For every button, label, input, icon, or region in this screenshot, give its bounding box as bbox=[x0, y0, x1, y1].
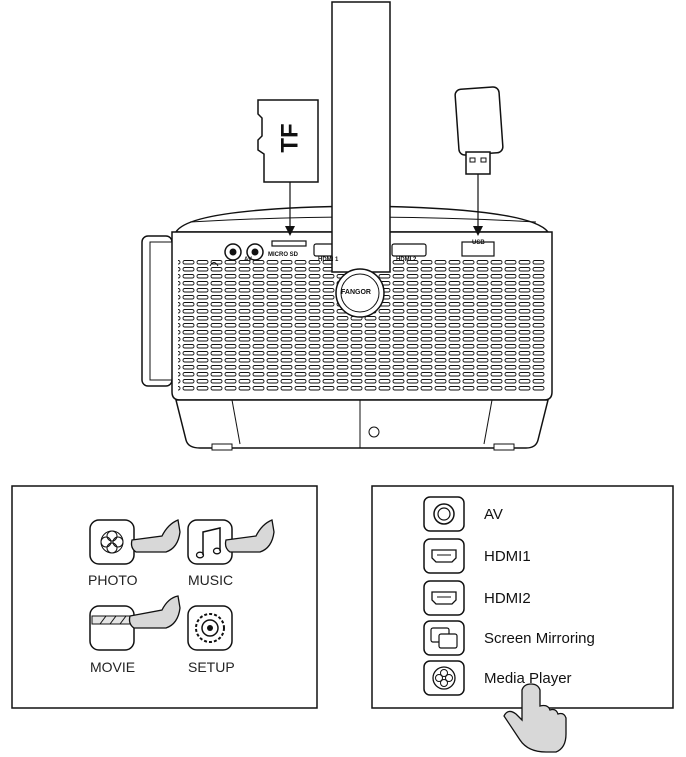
pointing-hand-icon bbox=[224, 519, 275, 553]
media-player-icon[interactable] bbox=[423, 660, 465, 696]
hdmi-cable-stand bbox=[331, 1, 391, 318]
pointing-hand-icon bbox=[503, 683, 567, 753]
hdmi2-port bbox=[391, 243, 427, 257]
photo-icon[interactable] bbox=[89, 519, 135, 565]
usb-port-label: USB bbox=[472, 240, 485, 246]
home-menu-panel bbox=[11, 485, 318, 709]
music-label: MUSIC bbox=[188, 572, 234, 588]
source-av-label[interactable]: AV bbox=[484, 506, 503, 523]
hdmi2-port-label: HDMI 2 bbox=[396, 257, 417, 263]
pointing-hand-icon bbox=[128, 595, 181, 629]
music-icon[interactable] bbox=[187, 519, 233, 565]
av-port-label: AV bbox=[244, 257, 252, 263]
source-menu-panel bbox=[371, 485, 674, 709]
tf-card-label: TF bbox=[276, 123, 304, 153]
setup-label: SETUP bbox=[188, 659, 235, 675]
source-hdmi1-label[interactable]: HDMI1 bbox=[484, 548, 531, 565]
tf-card bbox=[257, 99, 319, 236]
headphone-icon bbox=[209, 262, 219, 267]
setup-icon[interactable] bbox=[187, 605, 233, 651]
brand-logo: FANGOR bbox=[341, 289, 371, 296]
micro-sd-label: MICRO SD bbox=[268, 252, 298, 258]
av-port bbox=[224, 243, 264, 261]
source-hdmi2-label[interactable]: HDMI2 bbox=[484, 590, 531, 607]
source-media-player-label[interactable]: Media Player bbox=[484, 670, 572, 687]
movie-label: MOVIE bbox=[90, 659, 136, 675]
source-mirroring-label[interactable]: Screen Mirroring bbox=[484, 630, 595, 647]
micro-sd-slot bbox=[271, 240, 307, 247]
hdmi1-port-label: HDMI 1 bbox=[318, 257, 339, 263]
pointing-hand-icon bbox=[130, 519, 181, 553]
photo-label: PHOTO bbox=[88, 572, 138, 588]
av-circle-icon[interactable] bbox=[423, 496, 465, 532]
usb-stick bbox=[454, 86, 504, 236]
hdmi1-icon[interactable] bbox=[423, 538, 465, 574]
hdmi2-icon[interactable] bbox=[423, 580, 465, 616]
usb-port bbox=[461, 241, 495, 257]
movie-icon[interactable] bbox=[89, 605, 135, 651]
mirroring-icon[interactable] bbox=[423, 620, 465, 656]
